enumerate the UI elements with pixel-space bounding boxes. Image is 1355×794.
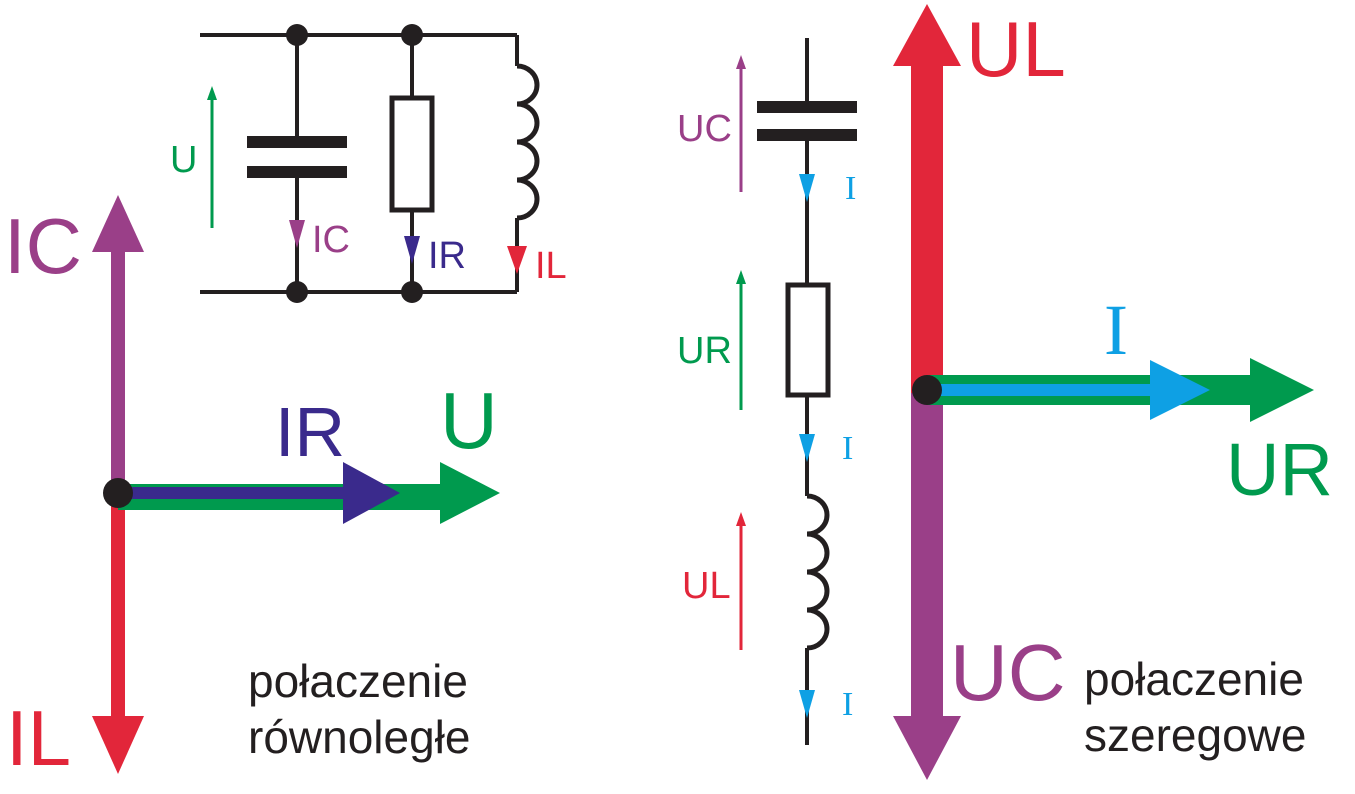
parallel-origin-dot	[103, 478, 133, 508]
parallel-inductor	[516, 63, 540, 221]
ul-phasor-head	[893, 4, 961, 66]
uc-phasor-label: UC	[950, 628, 1066, 717]
ir-phasor-shaft	[118, 487, 350, 499]
ur-voltage-head	[736, 270, 746, 284]
i-phasor-shaft	[927, 384, 1157, 396]
parallel-circuit	[200, 33, 540, 294]
il-phasor-label: IL	[6, 694, 71, 782]
series-capacitor-plate-top	[757, 101, 857, 113]
series-caption-line1: połaczenie	[1084, 653, 1304, 705]
parallel-junctions	[286, 24, 423, 303]
series-current-label-3: I	[842, 686, 853, 723]
capacitor-plate-top	[247, 136, 347, 148]
capacitor-plate-bottom	[247, 166, 347, 178]
series-capacitor	[757, 101, 857, 141]
parallel-circuit-ic-label: IC	[312, 219, 350, 261]
u-phasor-label: U	[440, 376, 498, 465]
parallel-circuit-ir-label: IR	[428, 235, 466, 277]
parallel-resistor	[389, 95, 435, 213]
i-phasor-head	[1150, 360, 1210, 420]
ic-branch-arrow	[289, 220, 305, 248]
series-current-arrow-1	[799, 174, 815, 202]
series-origin-dot	[912, 375, 942, 405]
il-phasor-head	[92, 716, 144, 774]
ir-phasor-label: IR	[275, 393, 345, 471]
uc-phasor-shaft	[911, 393, 943, 723]
il-branch-arrow	[507, 246, 527, 274]
uc-voltage-head	[736, 55, 746, 69]
series-current-label-1: I	[845, 170, 856, 207]
series-resistor	[785, 282, 831, 398]
parallel-voltage-arrow-head	[207, 86, 217, 100]
ul-voltage-head	[736, 512, 746, 526]
junction-dot	[286, 281, 308, 303]
series-capacitor-plate-bottom	[757, 129, 857, 141]
junction-dot	[401, 24, 423, 46]
series-circuit-ul-label: UL	[682, 565, 731, 607]
junction-dot	[401, 281, 423, 303]
ir-phasor-head	[343, 462, 400, 524]
series-current-arrow-3	[799, 690, 815, 718]
series-current-arrow-2	[799, 434, 815, 462]
ic-phasor-shaft	[111, 245, 125, 495]
ul-phasor-label: UL	[966, 5, 1066, 93]
uc-phasor-head	[893, 716, 961, 780]
parallel-caption-line1: połaczenie	[248, 655, 468, 707]
ir-branch-arrow	[404, 236, 420, 264]
ic-phasor-head	[92, 195, 144, 252]
series-circuit-uc-label: UC	[677, 108, 732, 150]
series-circuit-ur-label: UR	[677, 330, 732, 372]
ur-phasor-head	[1250, 358, 1314, 422]
series-inductor	[806, 493, 830, 651]
ul-phasor-shaft	[911, 58, 943, 393]
series-circuit	[785, 38, 831, 745]
ic-phasor-label: IC	[4, 202, 82, 290]
parallel-circuit-u-label: U	[170, 139, 197, 181]
series-current-label-2: I	[842, 430, 853, 467]
junction-dot	[286, 24, 308, 46]
il-phasor-shaft	[111, 495, 125, 725]
parallel-circuit-il-label: IL	[535, 245, 567, 287]
i-phasor-label: I	[1104, 290, 1128, 370]
parallel-capacitor	[247, 136, 347, 178]
ur-phasor-label: UR	[1226, 428, 1333, 511]
series-caption-line2: szeregowe	[1084, 709, 1306, 761]
u-phasor-head	[440, 462, 500, 524]
parallel-caption-line2: równoległe	[248, 711, 470, 763]
